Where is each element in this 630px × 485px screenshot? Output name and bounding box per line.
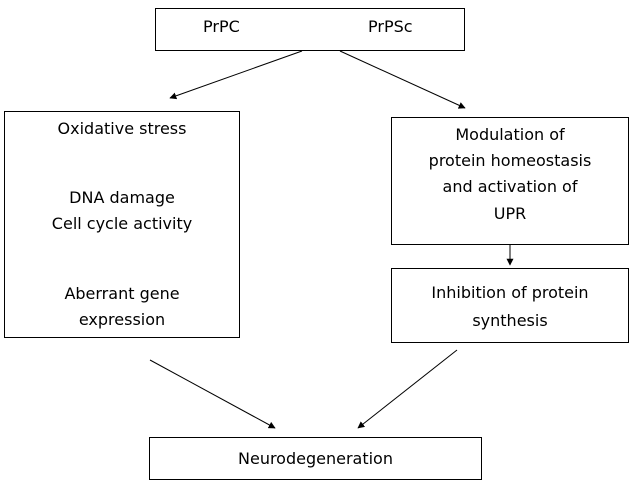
label-prpsc: PrPSc [368, 17, 413, 36]
label-cell-cycle: Cell cycle activity [51, 214, 193, 233]
arrow-left-to-neuro [149, 359, 276, 429]
label-inhibition-line2: synthesis [472, 311, 548, 330]
label-modulation-line4: UPR [493, 204, 527, 223]
box-inhibition [391, 268, 629, 343]
label-modulation-line1: Modulation of [455, 125, 565, 144]
arrow-top-to-right [339, 50, 466, 109]
arrow-right-to-neuro [357, 349, 458, 429]
label-modulation-line2: protein homeostasis [428, 151, 592, 170]
box-prion-conversion [155, 8, 465, 51]
box-left-pathway [4, 111, 240, 338]
label-aberrant-gene: Aberrant gene [64, 284, 180, 303]
label-expression: expression [78, 310, 166, 329]
box-neurodegeneration [149, 437, 482, 480]
box-modulation [391, 117, 629, 245]
label-modulation-line3: and activation of [442, 177, 578, 196]
label-dna-damage: DNA damage [69, 188, 175, 207]
label-inhibition-line1: Inhibition of protein [431, 283, 589, 302]
arrow-top-to-left [169, 50, 303, 100]
label-neurodegeneration: Neurodegeneration [238, 449, 393, 468]
label-prpc: PrPC [203, 17, 240, 36]
label-oxidative-stress: Oxidative stress [57, 119, 187, 138]
